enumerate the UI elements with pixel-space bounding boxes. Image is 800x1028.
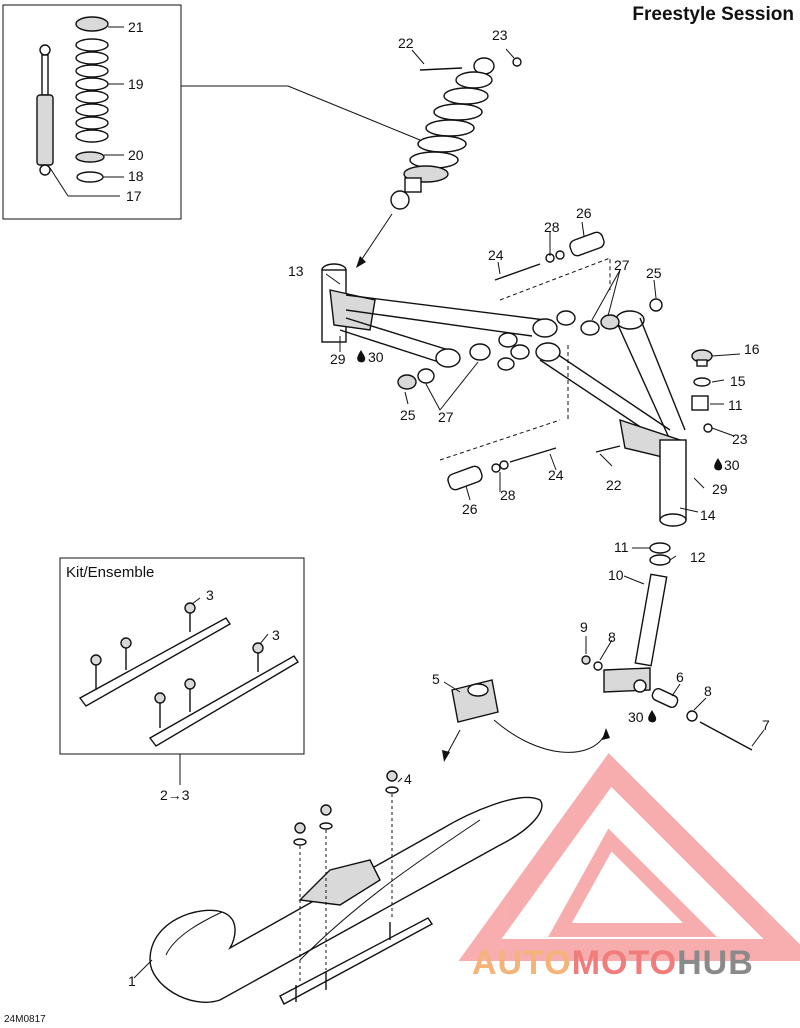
callout-19: 19 bbox=[128, 76, 144, 92]
oil-drop-icon bbox=[648, 710, 657, 723]
lube-30-c: 30 bbox=[628, 709, 644, 725]
callout-3-a: 3 bbox=[206, 587, 214, 603]
callout-20: 20 bbox=[128, 147, 144, 163]
callout-14: 14 bbox=[700, 507, 716, 523]
callout-8-a: 8 bbox=[608, 629, 616, 645]
callout-10: 10 bbox=[608, 567, 624, 583]
callout-6: 6 bbox=[676, 669, 684, 685]
callout-25-a: 25 bbox=[646, 265, 662, 281]
callout-8-b: 8 bbox=[704, 683, 712, 699]
callout-7: 7 bbox=[762, 717, 770, 733]
lubricant-marks: 30 30 30 bbox=[357, 349, 740, 725]
callout-4: 4 bbox=[404, 771, 412, 787]
kit-ensemble-box bbox=[59, 557, 305, 755]
callout-1: 1 bbox=[128, 973, 136, 989]
spindle-part-10 bbox=[603, 573, 668, 693]
callout-27-b: 27 bbox=[438, 409, 454, 425]
oil-drop-icon bbox=[714, 458, 723, 471]
callout-21: 21 bbox=[128, 19, 144, 35]
ski-part-1 bbox=[149, 796, 543, 1005]
callout-26-b: 26 bbox=[462, 501, 478, 517]
callout-24-b: 24 bbox=[548, 467, 564, 483]
shock-inset-box bbox=[2, 4, 182, 220]
a-arm-part-14 bbox=[535, 310, 687, 527]
callout-11-a: 11 bbox=[728, 397, 743, 413]
callout-23-b: 23 bbox=[732, 431, 748, 447]
kit-label: Kit/Ensemble bbox=[66, 564, 155, 581]
oil-drop-icon bbox=[357, 350, 366, 363]
bumper-part-5 bbox=[451, 679, 499, 723]
callout-numbers: 1 3 3 4 5 6 7 8 8 9 10 11 11 12 13 14 15… bbox=[126, 19, 770, 989]
diagram-code: 24M0817 bbox=[4, 1014, 46, 1025]
callout-16: 16 bbox=[744, 341, 760, 357]
callout-15: 15 bbox=[730, 373, 746, 389]
callout-28-b: 28 bbox=[500, 487, 516, 503]
a-arm-part-13 bbox=[321, 263, 558, 368]
kit-sublabel: 2→3 bbox=[160, 787, 190, 803]
callout-9: 9 bbox=[580, 619, 588, 635]
callout-29-b: 29 bbox=[712, 481, 728, 497]
lube-30-a: 30 bbox=[368, 349, 384, 365]
ski-hardware-part-4 bbox=[293, 770, 399, 984]
callout-3-b: 3 bbox=[272, 627, 280, 643]
callout-28-a: 28 bbox=[544, 219, 560, 235]
callout-12: 12 bbox=[690, 549, 706, 565]
page-title: Freestyle Session bbox=[632, 4, 794, 25]
callout-29-a: 29 bbox=[330, 351, 346, 367]
callout-24-a: 24 bbox=[488, 247, 504, 263]
callout-27-a: 27 bbox=[614, 257, 630, 273]
callout-22-a: 22 bbox=[398, 35, 414, 51]
watermark-logo-icon bbox=[458, 753, 800, 961]
lube-30-b: 30 bbox=[724, 457, 740, 473]
watermark-part-2: MOTO bbox=[571, 944, 678, 982]
watermark-part-3: HUB bbox=[677, 944, 754, 982]
callout-26-a: 26 bbox=[576, 205, 592, 221]
callout-leaders bbox=[133, 221, 765, 979]
callout-25-b: 25 bbox=[400, 407, 416, 423]
callout-11-b: 11 bbox=[614, 539, 629, 555]
callout-22-b: 22 bbox=[606, 477, 622, 493]
callout-17: 17 bbox=[126, 188, 142, 204]
watermark-part-1: AUTO bbox=[472, 944, 572, 982]
callout-23-a: 23 bbox=[492, 27, 508, 43]
spring-part-19 bbox=[75, 16, 109, 183]
callout-18: 18 bbox=[128, 168, 144, 184]
callout-13: 13 bbox=[288, 263, 304, 279]
callout-5: 5 bbox=[432, 671, 440, 687]
watermark-text: AUTOMOTOHUB bbox=[472, 944, 754, 983]
main-shock-assembly bbox=[390, 57, 495, 210]
shock-absorber-part-17 bbox=[36, 44, 54, 176]
runner-kit-part-3 bbox=[78, 602, 299, 747]
